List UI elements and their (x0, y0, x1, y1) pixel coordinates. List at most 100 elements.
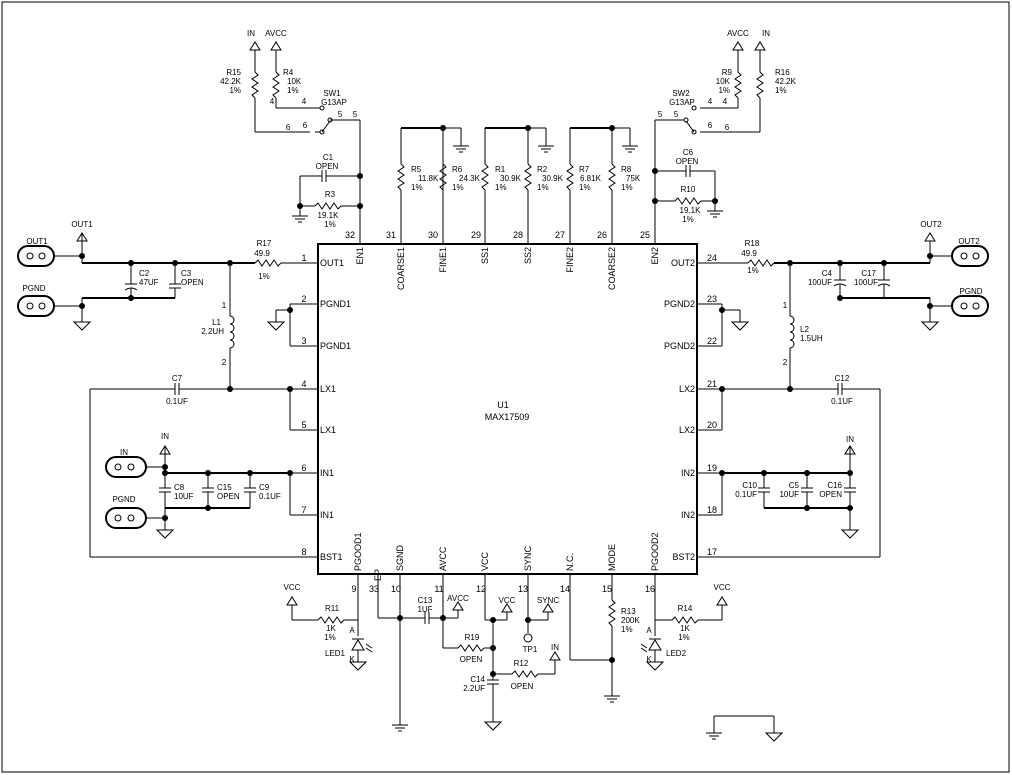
r8-ref: R8 (621, 165, 632, 174)
r11-ref: R11 (325, 604, 340, 613)
sw1-pin-5-a: 5 (338, 110, 343, 119)
sw1-value: G13AP (321, 98, 347, 107)
c13-ref: C13 (418, 596, 433, 605)
sw2-pin-5-b: 5 (674, 110, 679, 119)
r9-ref: R9 (722, 68, 733, 77)
out2-section: R18 49.9 1% C4 100UF C17 100UF OUT2 OUT2… (719, 220, 989, 557)
c14-ref: C14 (470, 675, 485, 684)
out2-flag-label: OUT2 (920, 220, 942, 229)
out2-connector-label: OUT2 (958, 237, 980, 246)
c17-value: 100UF (854, 278, 878, 287)
pin-num-9: 9 (351, 584, 356, 594)
pin-name-pgnd1-a: PGND1 (320, 299, 351, 309)
c9-value: 0.1UF (259, 492, 281, 501)
l1-ref: L1 (212, 318, 221, 327)
pin-name-lx2-a: LX2 (679, 384, 695, 394)
in2-flag-label: IN (846, 435, 854, 444)
c7-ref: C7 (172, 374, 183, 383)
pin-num-19: 19 (707, 463, 717, 473)
led1-pin-k: K (349, 655, 355, 664)
bottom-center-section: C13 1UF AVCC R19 OPEN VCC IN R12 OPEN (378, 594, 640, 732)
sw2-pin-6-a: 6 (708, 121, 713, 130)
r11-tol: 1% (324, 633, 336, 642)
c3-value: OPEN (181, 278, 204, 287)
r13-ref: R13 (621, 607, 636, 616)
pin-name-in2-a: IN2 (681, 468, 695, 478)
sw2-pin-4-b: 4 (723, 97, 728, 106)
l2-pin-1: 1 (783, 301, 788, 310)
r15-ref: R15 (226, 68, 241, 77)
c1-value: OPEN (316, 162, 339, 171)
r16-tol: 1% (775, 86, 787, 95)
r17-value: 49.9 (254, 249, 270, 258)
pin-num-6: 6 (301, 463, 306, 473)
r7-ref: R7 (579, 165, 590, 174)
r1-value: 30.9K (500, 174, 522, 183)
pin-name-pgnd1-b: PGND1 (320, 341, 351, 351)
pin-num-1: 1 (301, 253, 306, 263)
led2-pin-a: A (646, 626, 652, 635)
avcc-flag-bottom: AVCC (447, 594, 469, 603)
r11-value: 1K (326, 624, 336, 633)
in2-section: IN C10 0.1UF C5 10UF C16 OPEN (719, 435, 860, 539)
r6-value: 24.3K (459, 174, 481, 183)
r19-value: OPEN (460, 655, 483, 664)
net-avcc-sw2-r9: AVCC (727, 29, 749, 38)
pin-name-lx2-b: LX2 (679, 425, 695, 435)
r4-value: 10K (287, 77, 302, 86)
c4-value: 100UF (808, 278, 832, 287)
pin-name-out2: OUT2 (671, 258, 695, 268)
vcc-flag-center: VCC (499, 596, 516, 605)
r18-tol: 1% (747, 266, 759, 275)
pin-num-16: 16 (645, 584, 655, 594)
pin-num-5: 5 (301, 420, 306, 430)
pin-name-coarse1: COARSE1 (396, 247, 406, 290)
pin-name-lx1-a: LX1 (320, 384, 336, 394)
pin-name-out1: OUT1 (320, 258, 344, 268)
r6-ref: R6 (452, 165, 463, 174)
pin-num-26: 26 (597, 230, 607, 240)
in-connector-left (105, 456, 147, 478)
r14-ref: R14 (678, 604, 693, 613)
r4-ref: R4 (283, 68, 294, 77)
r5-ref: R5 (411, 165, 422, 174)
pgood1-led-section: VCC R11 1K 1% K A LED1 (284, 583, 373, 671)
led2-pin-k: K (646, 655, 652, 664)
r8-tol: 1% (621, 183, 633, 192)
c17-ref: C17 (861, 269, 876, 278)
ground-tie (706, 715, 784, 742)
r17-tol: 1% (258, 272, 270, 281)
r7-value: 6.81K (580, 174, 602, 183)
pin-num-21: 21 (707, 379, 717, 389)
pin-num-15: 15 (602, 584, 612, 594)
c12-ref: C12 (835, 374, 850, 383)
in-flag-bottom: IN (551, 643, 559, 652)
c16-ref: C16 (827, 481, 842, 490)
pin-num-13: 13 (518, 584, 528, 594)
pgnd-connector-left (17, 295, 55, 317)
c10-value: 0.1UF (735, 490, 757, 499)
l1-pin-1: 1 (222, 301, 227, 310)
r17-ref: R17 (257, 239, 272, 248)
sw1-pin-6-a: 6 (286, 123, 291, 132)
r3-value: 19.1K (318, 211, 340, 220)
c6-ref: C6 (683, 148, 694, 157)
ic-ref: U1 (497, 400, 509, 410)
pin-name-pgood1: PGOOD1 (353, 532, 363, 571)
out2-connector (951, 245, 989, 267)
vcc-flag-left: VCC (284, 583, 301, 592)
r10-tol: 1% (682, 215, 694, 224)
pin-name-avcc: AVCC (438, 546, 448, 571)
pin-name-sgnd: SGND (395, 544, 405, 571)
sw2-pin-6-b: 6 (725, 123, 730, 132)
pin-name-fine1: FINE1 (438, 247, 448, 273)
l2-pin-2: 2 (783, 358, 788, 367)
out1-connector (17, 245, 55, 267)
sw2-pin-5-a: 5 (658, 110, 663, 119)
pin-name-nc: N.C. (565, 553, 575, 571)
c6-value: OPEN (676, 157, 699, 166)
pin-name-pgnd2-b: PGND2 (664, 341, 695, 351)
c15-value: OPEN (217, 492, 240, 501)
pin-num-14: 14 (560, 584, 570, 594)
